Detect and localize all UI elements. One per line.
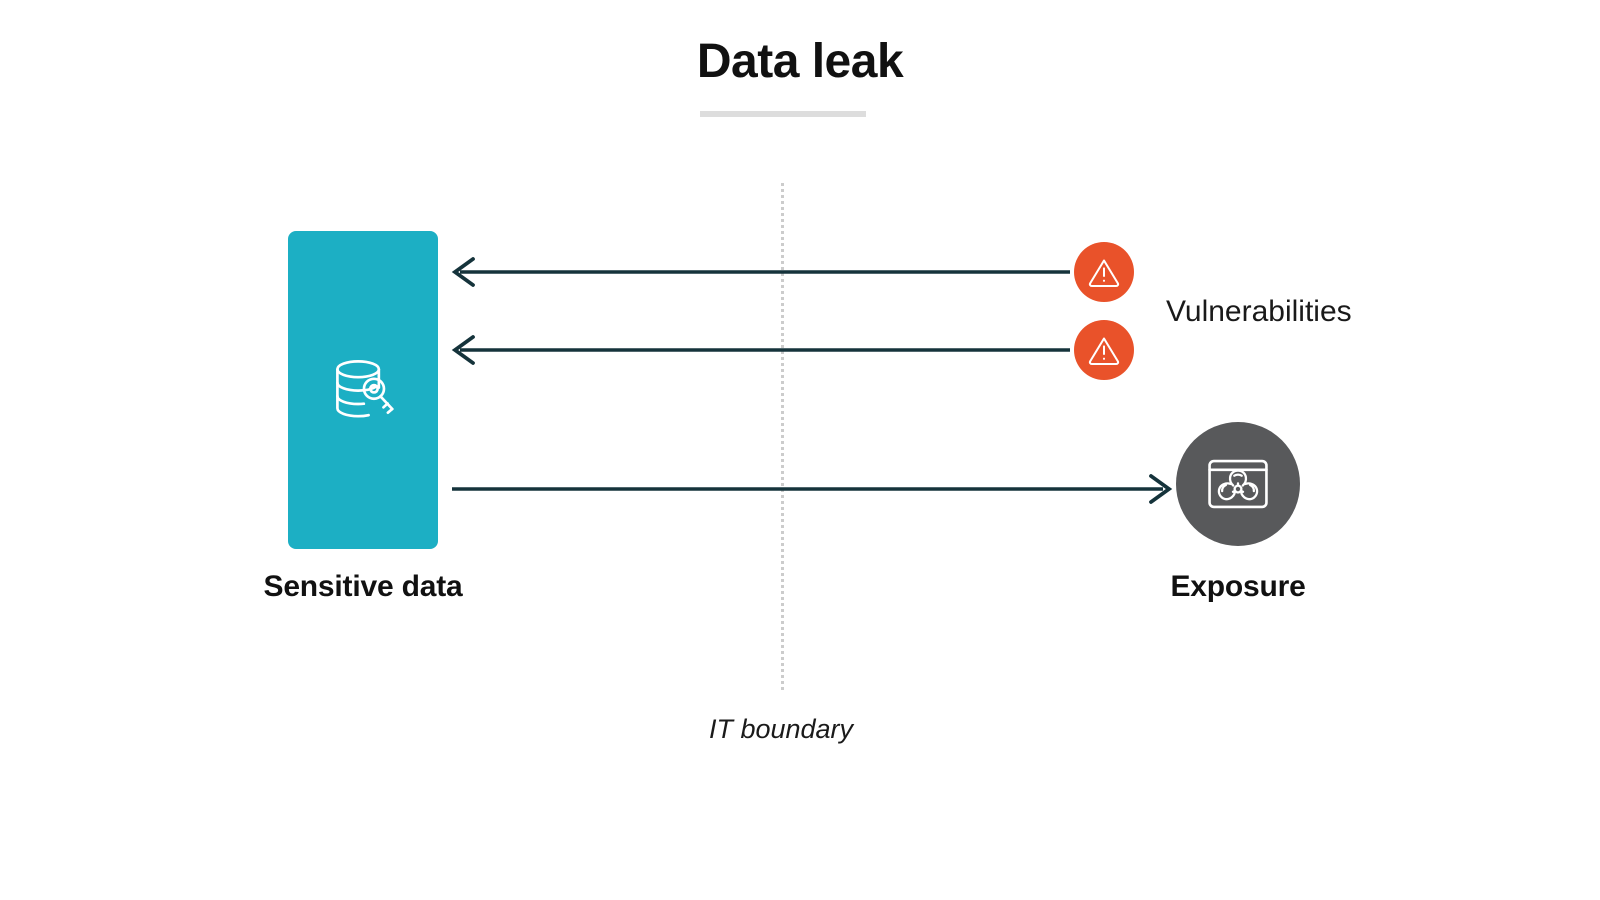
arrow-vulnerability-inbound-2 xyxy=(451,335,1070,365)
page-title: Data leak xyxy=(696,35,904,88)
it-boundary-label: IT boundary xyxy=(708,714,854,744)
warning-triangle-icon xyxy=(1088,337,1120,366)
database-key-icon xyxy=(336,360,394,418)
vulnerability-node-2[interactable] xyxy=(1074,320,1134,380)
arrow-vulnerability-inbound-1 xyxy=(451,257,1070,287)
warning-triangle-icon xyxy=(1088,259,1120,288)
title-underline-rule xyxy=(700,111,866,117)
vulnerability-node-1[interactable] xyxy=(1074,242,1134,302)
it-boundary-divider xyxy=(781,183,784,690)
biohazard-window-icon xyxy=(1208,459,1268,509)
sensitive-data-block[interactable] xyxy=(288,231,438,549)
exposure-label: Exposure xyxy=(1170,570,1306,603)
exposure-node[interactable] xyxy=(1176,422,1300,546)
arrow-data-outbound-exposure xyxy=(452,474,1173,504)
sensitive-data-label: Sensitive data xyxy=(263,570,463,603)
vulnerabilities-label: Vulnerabilities xyxy=(1166,295,1352,328)
